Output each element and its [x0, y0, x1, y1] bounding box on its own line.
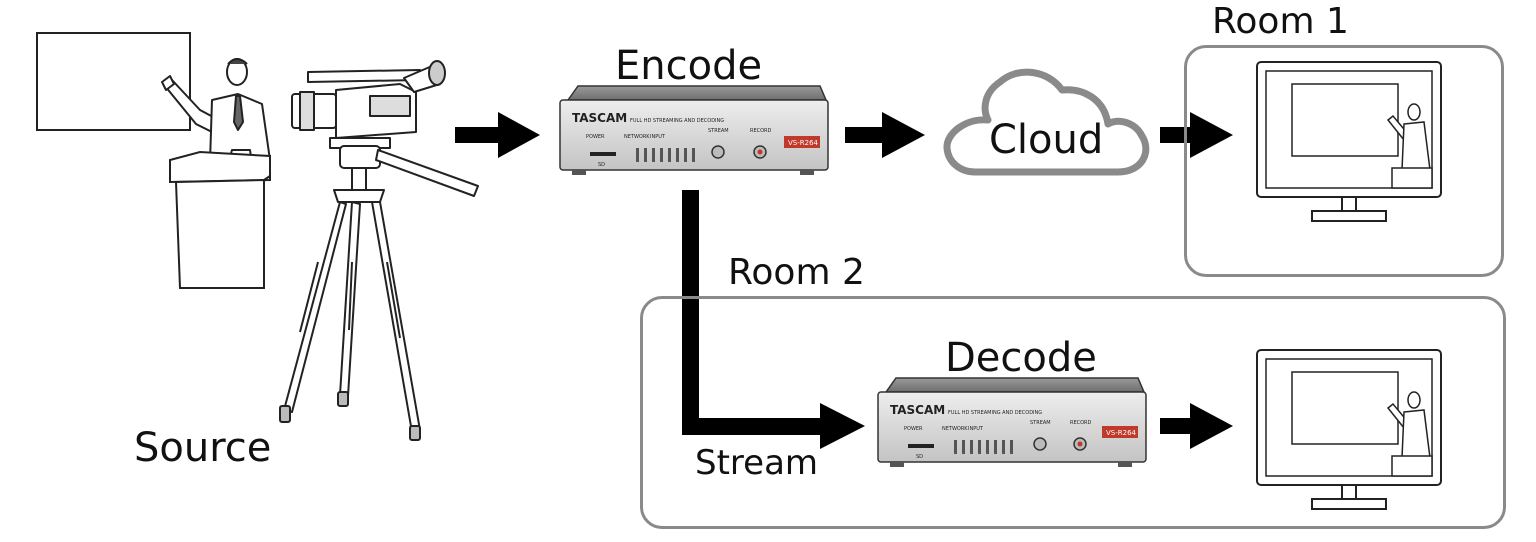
decoder-led-stream: STREAM	[1030, 420, 1051, 426]
podium	[169, 150, 271, 289]
tripod	[279, 145, 479, 441]
video-camera	[291, 60, 446, 149]
arrow-cloud-to-room1	[1160, 112, 1233, 158]
presenter-figure	[161, 58, 271, 165]
source-label: Source	[134, 425, 272, 471]
room1-frame	[1184, 45, 1504, 277]
encoder-brand: TASCAM	[572, 111, 627, 125]
cloud-label: Cloud	[989, 117, 1104, 163]
arrow-source-to-encoder	[455, 112, 540, 158]
decoder-brand: TASCAM	[890, 403, 945, 417]
room2-frame	[640, 296, 1506, 529]
room2-monitor	[1256, 349, 1442, 510]
decode-label: Decode	[945, 335, 1097, 381]
room2-label: Room 2	[728, 252, 865, 293]
encoder-led-record: RECORD	[750, 128, 772, 134]
cloud-shape	[943, 68, 1150, 176]
encoder-led-input: INPUT	[650, 134, 666, 140]
room1-monitor	[1256, 61, 1442, 222]
encoder-led-network: NETWORK	[624, 134, 650, 140]
encoder-model: VS-R264	[788, 139, 819, 147]
decoder-led-network: NETWORK	[942, 426, 968, 432]
encode-label: Encode	[615, 43, 763, 89]
decoder-model: VS-R264	[1106, 429, 1137, 437]
encoder-led-power: POWER	[586, 134, 605, 140]
arrow-stream-to-decoder	[682, 190, 865, 449]
arrow-decoder-to-room2-monitor	[1160, 403, 1233, 449]
decoder-led-record: RECORD	[1070, 420, 1092, 426]
decoder-sd: SD	[916, 454, 923, 460]
decoder-led-input: INPUT	[968, 426, 984, 432]
encoder-subtitle: FULL HD STREAMING AND DECODING	[630, 118, 724, 124]
encoder-led-stream: STREAM	[708, 128, 729, 134]
encoder-device	[559, 85, 829, 175]
decoder-subtitle: FULL HD STREAMING AND DECODING	[948, 410, 1042, 416]
encoder-sd: SD	[598, 162, 605, 168]
stream-label: Stream	[695, 443, 819, 483]
arrow-encoder-to-cloud	[845, 112, 925, 158]
decoder-device	[877, 377, 1147, 467]
decoder-led-power: POWER	[904, 426, 923, 432]
room1-label: Room 1	[1212, 1, 1349, 42]
